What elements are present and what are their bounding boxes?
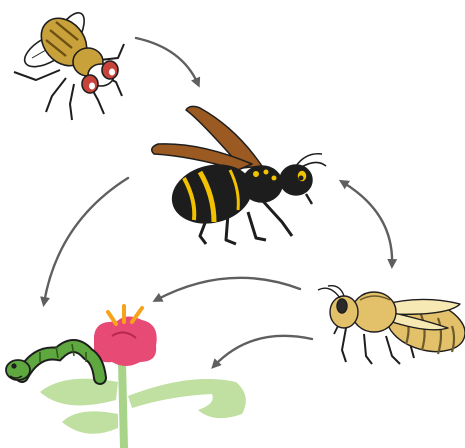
- leaf-right: [128, 379, 246, 418]
- wasp-icon: [152, 106, 326, 244]
- fly-icon: [14, 8, 124, 120]
- plant-stem: [118, 362, 128, 448]
- arrow-fly-to-wasp: [136, 38, 198, 84]
- flower-bloom: [94, 316, 157, 366]
- flowering-plant-icon: [40, 306, 246, 448]
- leaf-lower: [62, 411, 118, 433]
- leaf-left: [40, 379, 118, 406]
- arrow-bee-to-caterpillar: [156, 278, 300, 300]
- arrow-bee-to-plant: [214, 336, 312, 366]
- arrow-wasp-bee: [344, 183, 392, 265]
- arrow-wasp-to-caterpillar: [44, 178, 128, 303]
- bee-icon: [318, 286, 465, 364]
- caterpillar-icon: [6, 344, 100, 380]
